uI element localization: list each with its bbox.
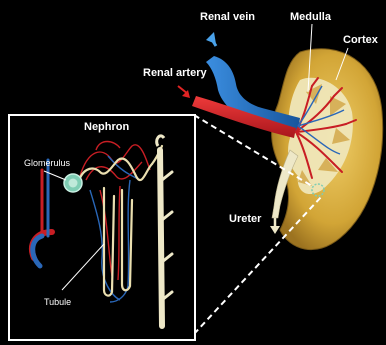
ureter-label: Ureter: [229, 213, 262, 225]
tubule-label: Tubule: [44, 297, 71, 307]
ureter-arrow: [270, 218, 280, 234]
renal-artery-label: Renal artery: [143, 67, 207, 79]
renal-vein-label: Renal vein: [200, 11, 255, 23]
glomerulus-label: Glomerulus: [24, 158, 71, 168]
cortex-label: Cortex: [343, 34, 379, 46]
medulla-label: Medulla: [290, 11, 332, 23]
vein-arrow: [206, 32, 216, 46]
glomerulus: [64, 174, 82, 192]
nephron-inset: Nephron Glomerulus Tubule: [9, 115, 195, 340]
kidney: [272, 49, 383, 250]
artery-arrow: [178, 86, 190, 98]
nephron-title: Nephron: [84, 121, 130, 133]
